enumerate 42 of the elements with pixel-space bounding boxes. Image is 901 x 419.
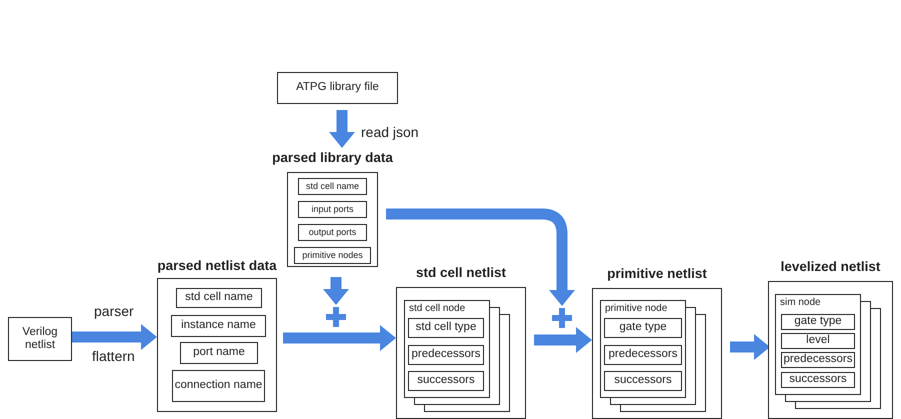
field-box: primitive nodes xyxy=(294,247,371,264)
section-heading: parsed netlist data xyxy=(156,258,278,273)
section-heading: parsed library data xyxy=(271,150,394,165)
input-box: Verilog netlist xyxy=(8,317,72,361)
field-box: predecessors xyxy=(781,352,855,368)
field-box: connection name xyxy=(172,370,265,402)
input-box: ATPG library file xyxy=(277,72,398,104)
section-heading: levelized netlist xyxy=(780,259,882,274)
field-box: predecessors xyxy=(408,345,484,365)
field-box: successors xyxy=(408,371,484,391)
thick-arrow xyxy=(329,110,355,148)
field-box: std cell name xyxy=(298,178,367,195)
thick-arrow xyxy=(534,327,592,353)
note-text: flattern xyxy=(90,348,137,364)
field-box: successors xyxy=(604,371,682,391)
field-box: predecessors xyxy=(604,345,682,365)
field-box: level xyxy=(781,333,855,349)
plus-icon xyxy=(552,308,572,328)
section-heading: std cell netlist xyxy=(414,265,508,280)
thick-arrow xyxy=(323,277,349,305)
thick-arrow xyxy=(72,324,157,350)
card-title: primitive node xyxy=(605,303,668,314)
field-box: input ports xyxy=(298,201,367,218)
field-box: std cell name xyxy=(176,288,262,308)
thick-arrow xyxy=(730,334,770,360)
field-box: gate type xyxy=(781,314,855,330)
node-card xyxy=(775,294,861,395)
card-title: std cell node xyxy=(409,303,466,314)
field-box: gate type xyxy=(604,318,682,338)
thick-arrow xyxy=(283,325,396,351)
field-box: successors xyxy=(781,372,855,388)
field-box: output ports xyxy=(298,224,367,241)
field-box: port name xyxy=(180,342,258,364)
thick-arrow xyxy=(386,208,575,306)
plus-icon xyxy=(326,307,346,327)
field-box: std cell type xyxy=(408,318,484,338)
section-heading: primitive netlist xyxy=(606,266,708,281)
node-card xyxy=(404,300,490,398)
field-box: instance name xyxy=(171,315,266,337)
card-title: sim node xyxy=(780,297,821,308)
edge-label: read json xyxy=(359,124,421,140)
node-card xyxy=(600,300,686,398)
